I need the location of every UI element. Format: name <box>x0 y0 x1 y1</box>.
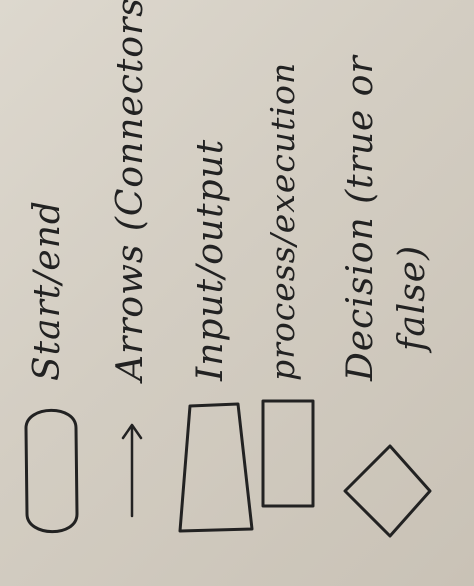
input-output-label: Input/output <box>190 138 231 381</box>
legend-row-arrows: Arrows (Connectors) <box>92 0 182 586</box>
legend-row-process: process/execution <box>255 0 345 586</box>
terminator-shape <box>5 396 95 546</box>
process-execution-label: process/execution <box>263 61 302 381</box>
legend-row-decision: Decision (true or false) <box>330 0 460 586</box>
decision-label-line2: false) <box>392 244 433 351</box>
legend-row-input-output: Input/output <box>170 0 260 586</box>
arrows-connectors-label: Arrows (Connectors) <box>110 0 151 381</box>
rectangle-shape <box>255 396 345 546</box>
decision-label: Decision (true or <box>340 55 381 381</box>
arrow-shape <box>92 396 182 546</box>
start-end-label: Start/end <box>27 200 68 381</box>
parallelogram-shape <box>170 396 260 546</box>
diamond-shape <box>330 396 460 546</box>
legend-row-start-end: Start/end <box>5 0 95 586</box>
